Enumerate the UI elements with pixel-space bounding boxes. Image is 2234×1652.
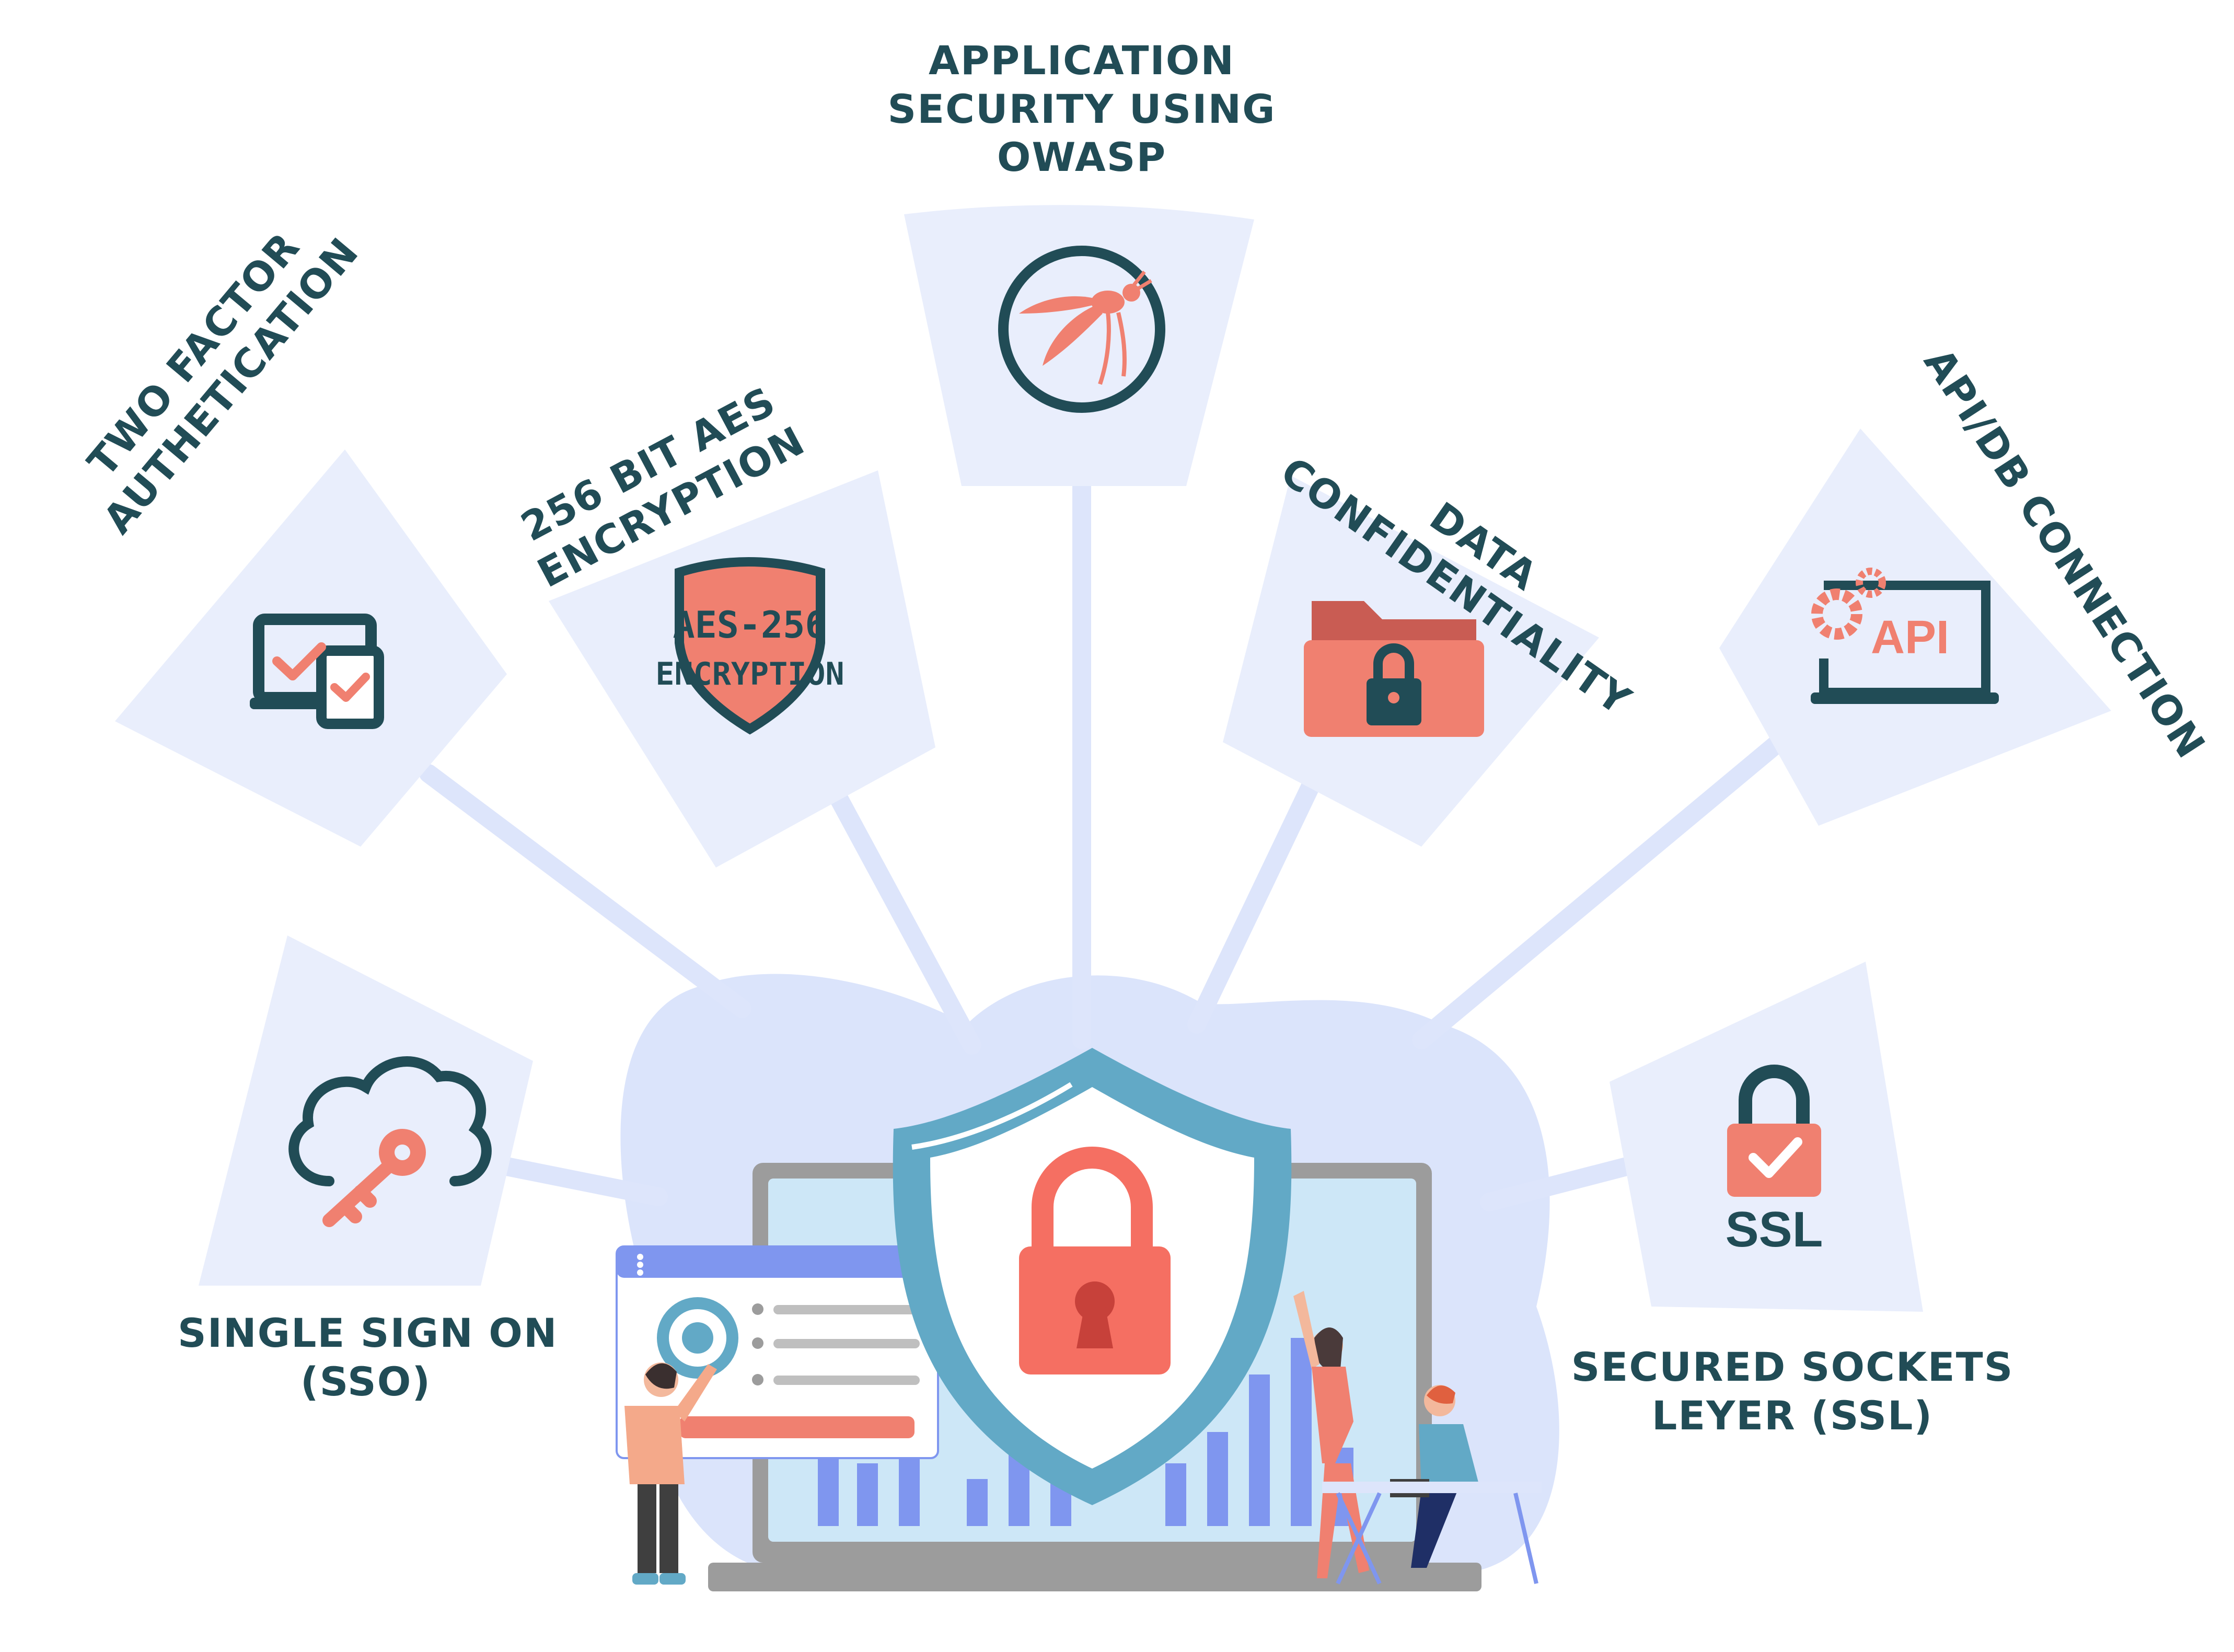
devices-check-icon — [250, 614, 384, 729]
owasp-wasp-icon — [998, 246, 1165, 413]
panel-sso — [199, 935, 533, 1286]
bar-chart-graphic — [818, 1338, 1353, 1526]
label-sso: SINGLE SIGN ON (SSO) — [178, 1310, 558, 1405]
aes-badge-line1: AES-256 — [673, 604, 827, 646]
api-badge-text: API — [1871, 611, 1949, 664]
ssl-badge-text: SSL — [1726, 1202, 1823, 1257]
api-laptop-icon: API — [1811, 568, 1999, 704]
monitor-stand — [708, 1563, 1481, 1591]
panel-api-db — [1719, 429, 2111, 826]
connector-spokes — [419, 477, 1807, 1211]
padlock-check-icon: SSL — [1726, 1065, 1823, 1257]
cloud-key-icon — [288, 1056, 492, 1227]
shield-badge-icon: AES-256 ENCRYPTION — [655, 557, 844, 735]
man-figure-seated — [1322, 1385, 1542, 1585]
label-owasp: APPLICATION SECURITY USING OWASP — [887, 37, 1276, 181]
panel-owasp — [904, 205, 1254, 486]
label-ssl: SECURED SOCKETS LEYER (SSL) — [1571, 1344, 2014, 1439]
locked-folder-icon — [1304, 601, 1484, 737]
aes-badge-line2: ENCRYPTION — [655, 656, 844, 692]
panel-two-factor — [115, 449, 507, 847]
lock-icon — [1019, 1147, 1171, 1374]
man-figure-left — [624, 1362, 717, 1585]
central-scene — [616, 1048, 1542, 1591]
